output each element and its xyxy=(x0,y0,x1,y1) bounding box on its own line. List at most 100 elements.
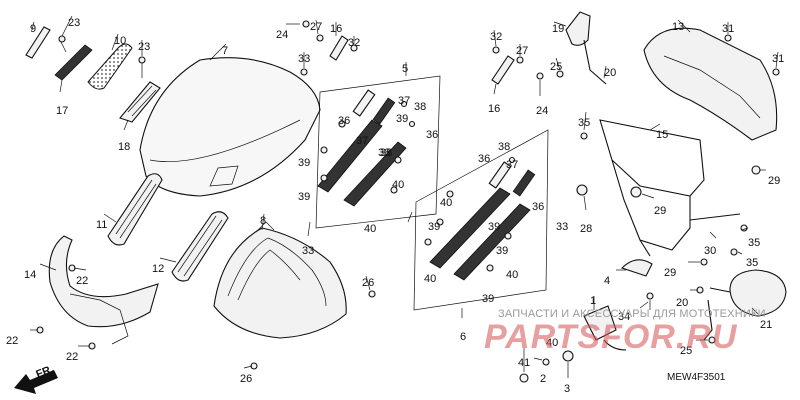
diagram-code: MEW4F3501 xyxy=(667,372,726,383)
callout-16: 16 xyxy=(330,23,342,35)
group-6-frame xyxy=(413,129,549,311)
callout-5: 5 xyxy=(402,63,408,75)
callout-27: 27 xyxy=(310,21,322,33)
callout-22: 22 xyxy=(76,275,88,287)
direction-arrow-icon xyxy=(14,370,58,394)
callout-21: 21 xyxy=(760,319,772,331)
callout-38: 38 xyxy=(380,147,392,159)
part-18-vent xyxy=(119,56,161,123)
part-11-grille xyxy=(107,173,163,246)
callout-39: 39 xyxy=(488,221,500,233)
callout-18: 18 xyxy=(118,141,130,153)
callout-37: 37 xyxy=(506,159,518,171)
callout-16: 16 xyxy=(488,103,500,115)
callout-8: 8 xyxy=(260,215,266,227)
callout-14: 14 xyxy=(24,269,36,281)
callout-40: 40 xyxy=(440,197,452,209)
part-10-panel xyxy=(87,43,133,90)
callout-38: 38 xyxy=(498,141,510,153)
callout-35: 35 xyxy=(746,257,758,269)
callout-11: 11 xyxy=(96,219,107,231)
part-8-front-cowl xyxy=(213,221,347,339)
callout-1: 1 xyxy=(590,295,596,307)
callout-39: 39 xyxy=(482,293,494,305)
part-15-stay-frame xyxy=(576,119,761,266)
callout-39: 39 xyxy=(496,245,508,257)
callout-41: 41 xyxy=(518,357,530,369)
callout-20: 20 xyxy=(676,297,688,309)
callout-33: 33 xyxy=(556,221,568,233)
callout-28: 28 xyxy=(580,223,592,235)
callout-36: 36 xyxy=(478,153,490,165)
callout-22: 22 xyxy=(6,335,18,347)
callout-29: 29 xyxy=(664,267,676,279)
callout-40: 40 xyxy=(364,223,376,235)
callout-13: 13 xyxy=(672,21,684,33)
callout-32: 32 xyxy=(348,37,360,49)
part-17-reflector xyxy=(54,35,93,81)
callout-25: 25 xyxy=(680,345,692,357)
callout-35: 35 xyxy=(748,237,760,249)
callout-7: 7 xyxy=(222,45,228,57)
callout-17: 17 xyxy=(56,105,68,117)
callout-40: 40 xyxy=(506,269,518,281)
callout-24: 24 xyxy=(536,105,548,117)
callout-30: 30 xyxy=(704,245,716,257)
callout-40: 40 xyxy=(424,273,436,285)
callout-39: 39 xyxy=(396,113,408,125)
part-16-brackets xyxy=(300,20,544,85)
part-9-strip xyxy=(25,26,51,59)
callout-34: 34 xyxy=(618,311,630,323)
callout-38: 38 xyxy=(378,147,390,159)
part-14-lower-cowl xyxy=(48,235,159,345)
callout-36: 36 xyxy=(338,115,350,127)
part-1-switch xyxy=(519,292,654,383)
callout-33: 33 xyxy=(298,53,310,65)
callout-36: 36 xyxy=(426,129,438,141)
callout-4: 4 xyxy=(604,275,610,287)
callout-9: 9 xyxy=(30,23,36,35)
watermark-brand: PARTSFOR.RU xyxy=(484,318,738,356)
callout-40: 40 xyxy=(392,179,404,191)
callout-32: 32 xyxy=(490,31,502,43)
watermark-tagline: ЗАПЧАСТИ И АКСЕССУАРЫ ДЛЯ МОТОТЕХНИКИ xyxy=(498,308,766,320)
part-13-upper-panel xyxy=(643,27,780,141)
part-12-grille xyxy=(171,211,229,282)
callout-29: 29 xyxy=(768,175,780,187)
callout-24: 24 xyxy=(276,29,288,41)
callout-36: 36 xyxy=(532,201,544,213)
callout-12: 12 xyxy=(152,263,164,275)
callout-33: 33 xyxy=(302,245,314,257)
callout-2: 2 xyxy=(540,373,546,385)
callout-29: 29 xyxy=(654,205,666,217)
callout-40: 40 xyxy=(546,337,558,349)
callout-6: 6 xyxy=(460,331,466,343)
callout-39: 39 xyxy=(298,157,310,169)
callout-39: 39 xyxy=(428,221,440,233)
callout-19: 19 xyxy=(552,23,564,35)
callout-26: 26 xyxy=(362,277,374,289)
callout-15: 15 xyxy=(656,129,668,141)
callout-10: 10 xyxy=(114,35,126,47)
callout-37: 37 xyxy=(356,135,368,147)
callout-31: 31 xyxy=(772,53,784,65)
group-5-frame xyxy=(315,75,441,229)
callout-27: 27 xyxy=(516,45,528,57)
callout-25: 25 xyxy=(550,61,562,73)
callout-31: 31 xyxy=(722,23,734,35)
callout-39: 39 xyxy=(298,191,310,203)
callout-23: 23 xyxy=(138,41,150,53)
part-4-cover xyxy=(620,259,653,277)
part-21-mirror xyxy=(696,269,787,344)
callout-20: 20 xyxy=(604,67,616,79)
fasteners-left xyxy=(36,264,376,370)
callout-38: 38 xyxy=(414,101,426,113)
callout-26: 26 xyxy=(240,373,252,385)
callout-3: 3 xyxy=(564,383,570,395)
callout-35: 35 xyxy=(578,117,590,129)
callout-23: 23 xyxy=(68,17,80,29)
part-19-mirror-mount xyxy=(556,11,607,85)
callout-22: 22 xyxy=(66,351,78,363)
callout-37: 37 xyxy=(398,95,410,107)
